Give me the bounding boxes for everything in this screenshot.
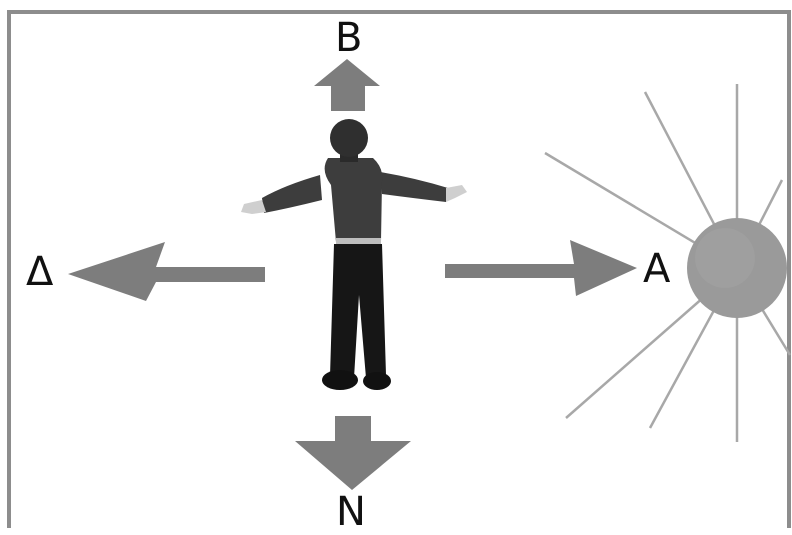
person-left-shoe xyxy=(322,370,358,390)
person-belt xyxy=(336,238,381,244)
diagram-border xyxy=(7,10,791,528)
east-label: A xyxy=(643,246,671,292)
north-label: B xyxy=(335,15,363,61)
person-arms-outstretched-icon xyxy=(241,119,467,390)
person-left-hand xyxy=(241,200,266,214)
person-right-shoe xyxy=(363,372,391,390)
person-right-hand xyxy=(446,185,467,202)
arrow-down-south xyxy=(295,416,411,490)
person-head xyxy=(330,119,368,157)
arrow-left-west xyxy=(68,242,265,301)
west-label: Δ xyxy=(26,249,54,295)
arrow-right-east xyxy=(445,240,637,296)
person-left-arm xyxy=(262,175,322,213)
person-trousers xyxy=(330,244,386,378)
south-label: N xyxy=(336,489,366,535)
person-right-arm xyxy=(380,172,448,202)
sun-highlight xyxy=(695,228,755,288)
arrow-up-north xyxy=(314,59,380,111)
person-torso xyxy=(324,158,383,242)
